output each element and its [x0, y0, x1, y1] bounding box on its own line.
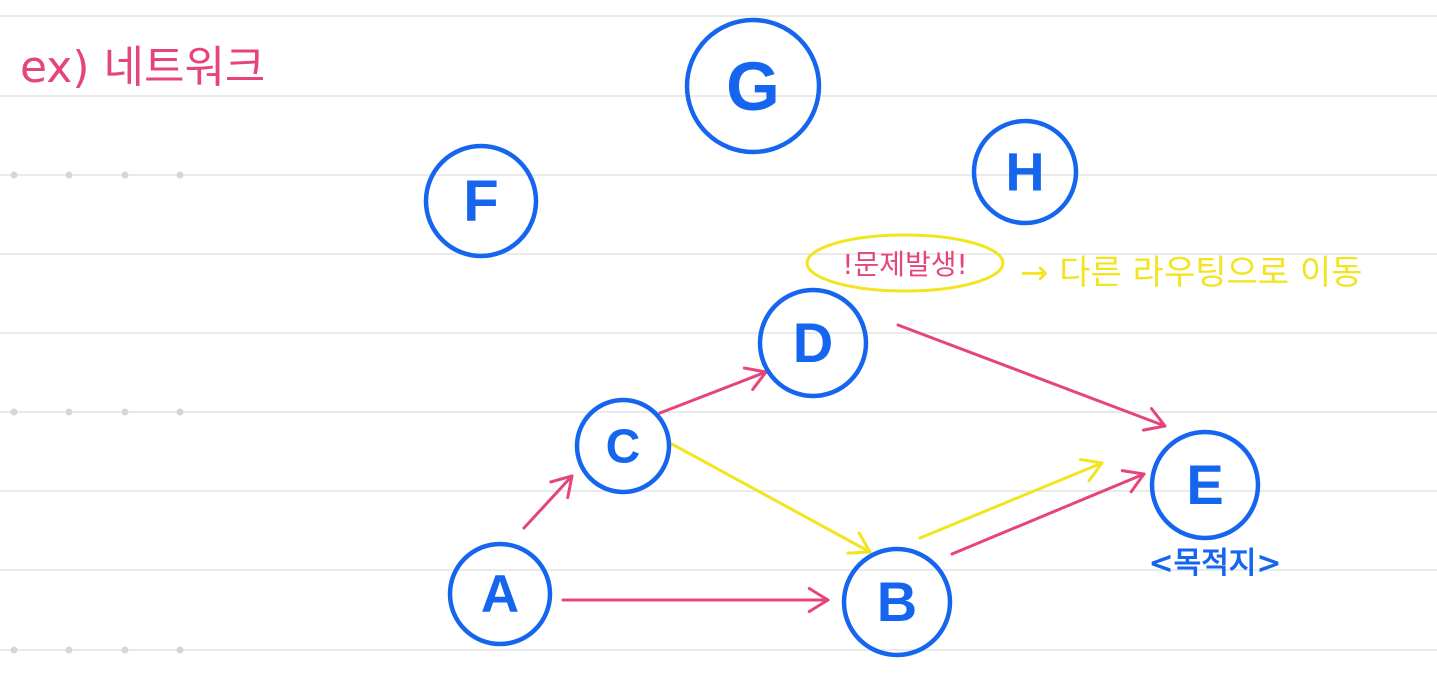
margin-dot [65, 646, 73, 654]
margin-dot [10, 408, 18, 416]
node-circle [574, 397, 672, 495]
node-label: G [726, 48, 780, 125]
margin-dot [176, 408, 184, 416]
arrowhead [846, 531, 872, 555]
arrowhead [549, 474, 574, 500]
margin-dot [10, 646, 18, 654]
margin-dot [121, 171, 129, 179]
edge-d-e-pink [896, 323, 1167, 432]
node-e: E [1149, 429, 1261, 541]
edges [522, 323, 1167, 613]
edge-b-e-yellow [918, 458, 1104, 540]
margin-dot [121, 408, 129, 416]
node-circle [684, 17, 822, 155]
arrowhead [807, 587, 830, 613]
margin-dot [176, 646, 184, 654]
problem-highlight-ellipse [805, 233, 1005, 293]
node-label: E [1186, 453, 1223, 516]
node-label: D [793, 311, 833, 374]
destination-label: <목적지> [1148, 546, 1281, 581]
reroute-label: → 다른 라우팅으로 이동 [1020, 253, 1362, 293]
node-c: C [574, 397, 672, 495]
problem-annotation: !문제발생! [805, 233, 1005, 293]
edge-b-e-pink [950, 469, 1146, 556]
edge-a-c-pink [522, 474, 574, 530]
notebook-ruled-lines [0, 15, 1437, 651]
node-h: H [971, 118, 1079, 226]
node-circle [423, 143, 539, 259]
node-a: A [447, 541, 553, 647]
node-label: B [877, 570, 917, 633]
node-circle [841, 546, 953, 658]
edge-a-b-pink [561, 587, 830, 613]
margin-dot [10, 171, 18, 179]
margin-dot [176, 171, 184, 179]
node-b: B [841, 546, 953, 658]
node-label: F [463, 169, 498, 234]
node-circle [1149, 429, 1261, 541]
node-d: D [757, 287, 869, 399]
node-label: H [1006, 142, 1045, 202]
edge-c-d-pink [658, 366, 768, 415]
nodes: A B C D E F G H [423, 17, 1261, 658]
node-f: F [423, 143, 539, 259]
node-circle [447, 541, 553, 647]
arrowhead [1120, 469, 1146, 494]
node-g: G [684, 17, 822, 155]
notebook-margin-dots [10, 171, 184, 654]
node-circle [971, 118, 1079, 226]
margin-dot [65, 408, 73, 416]
edge-c-b-yellow [668, 441, 872, 555]
diagram-title: ex) 네트워크 [20, 42, 265, 93]
node-label: C [606, 421, 641, 474]
node-circle [757, 287, 869, 399]
margin-dot [121, 646, 129, 654]
problem-label: !문제발생! [842, 248, 968, 281]
node-label: A [481, 565, 519, 624]
arrowhead [1141, 407, 1167, 432]
arrowhead [1078, 458, 1104, 483]
margin-dot [65, 171, 73, 179]
